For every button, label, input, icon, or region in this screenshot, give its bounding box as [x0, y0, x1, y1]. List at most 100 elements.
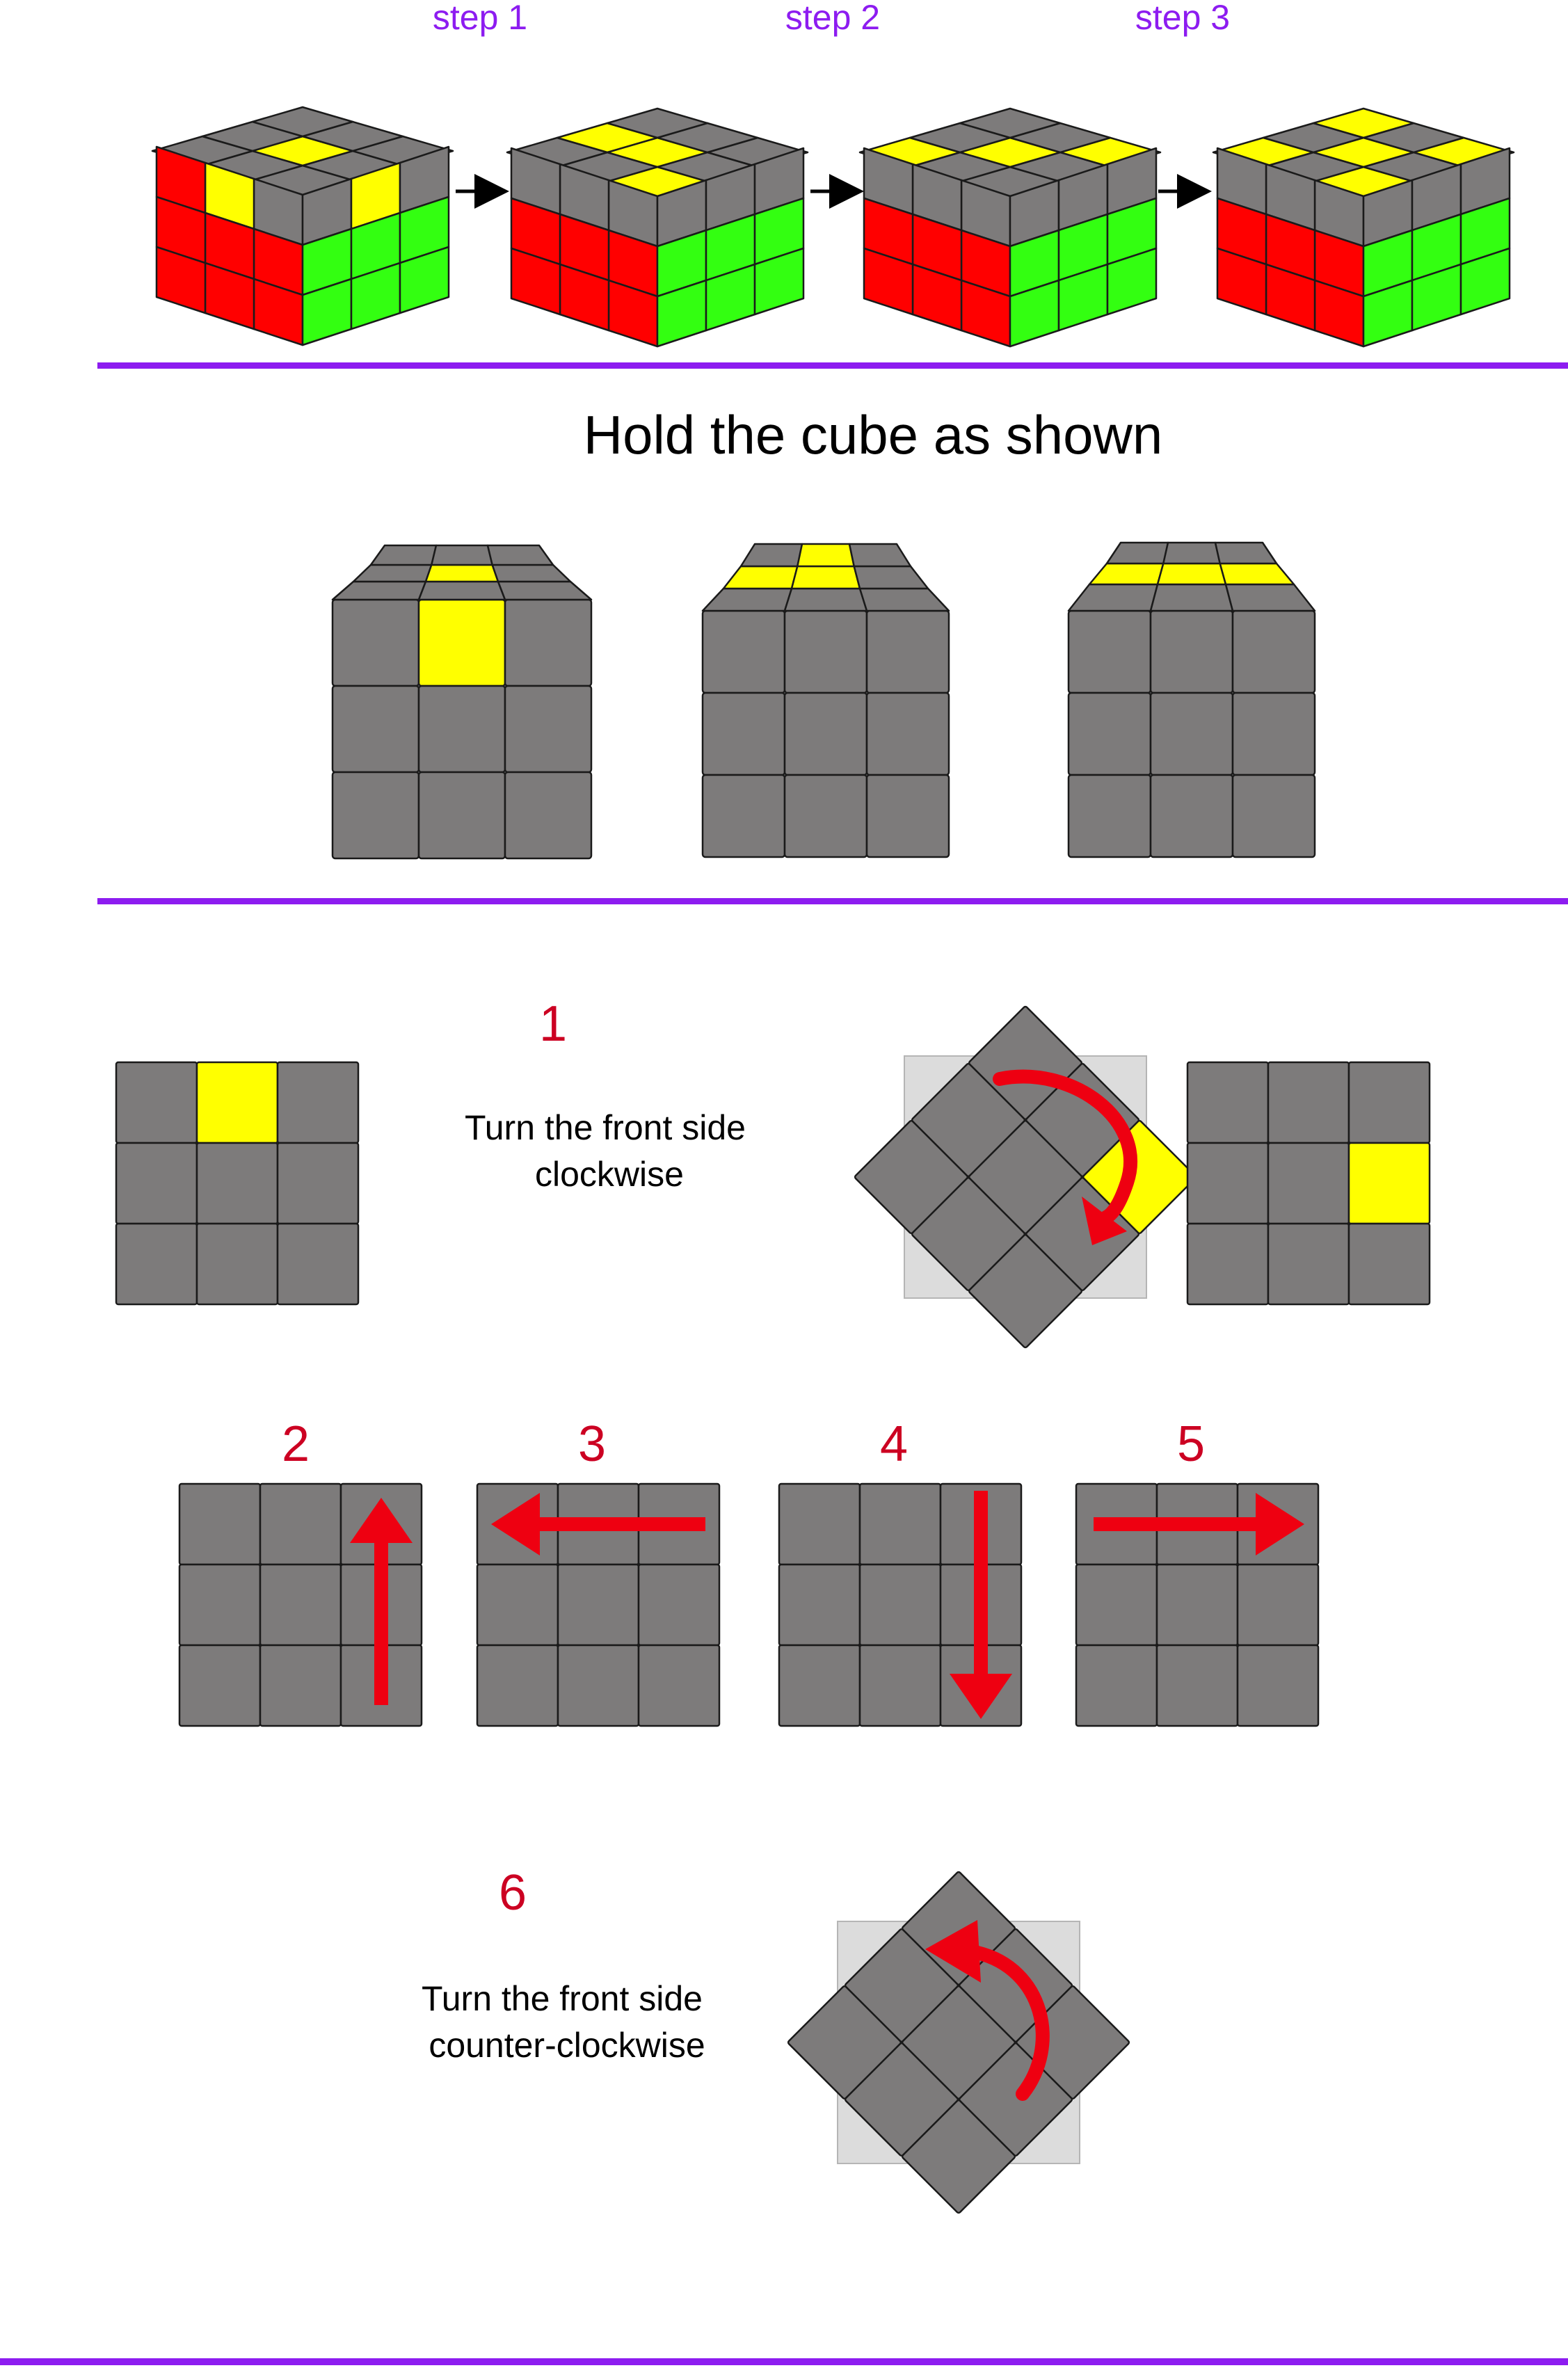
sticker [1149, 691, 1234, 776]
hold-cube [331, 544, 593, 860]
sticker [1186, 1142, 1270, 1225]
sticker [1067, 691, 1152, 776]
step-number-4: 4 [880, 1416, 908, 1472]
sticker [504, 598, 593, 687]
sticker [753, 247, 805, 316]
sticker [701, 587, 793, 612]
sticker [331, 771, 420, 860]
sticker [865, 691, 950, 776]
divider [0, 2358, 1568, 2365]
sticker [1347, 1061, 1431, 1144]
sticker [486, 544, 554, 566]
sticker [901, 2099, 1016, 2214]
sticker [497, 580, 593, 601]
sticker [1155, 1563, 1239, 1647]
sticker [352, 563, 433, 583]
iso-cube [1212, 107, 1515, 348]
step-label-1: step 1 [433, 0, 527, 37]
sticker [606, 107, 709, 139]
sticker [783, 587, 868, 612]
sticker [417, 580, 506, 601]
sticker [369, 544, 438, 566]
sticker [1459, 247, 1511, 316]
sticker [178, 1482, 262, 1566]
move-face-2 [178, 1482, 423, 1727]
sticker [1231, 691, 1316, 776]
arrowhead-icon [925, 1920, 981, 1983]
hold-cube [701, 543, 950, 858]
sticker [1312, 107, 1415, 139]
sticker [858, 1644, 942, 1727]
sticker [178, 1644, 262, 1727]
hold-title: Hold the cube as shown [584, 404, 1163, 465]
step-label-2: step 2 [785, 0, 880, 37]
iso-cube [858, 107, 1162, 348]
arrowhead-icon [350, 1498, 413, 1543]
arrowhead-icon [491, 1493, 540, 1555]
sticker [865, 774, 950, 858]
iso-cube [506, 107, 809, 348]
sticker [1162, 541, 1221, 565]
step-number-3: 3 [578, 1416, 606, 1472]
sticker [251, 106, 354, 138]
sticker [504, 685, 593, 774]
face-before [115, 1061, 360, 1306]
sticker [778, 1482, 861, 1566]
sticker [476, 1644, 559, 1727]
move-diagrams [178, 1482, 1320, 1727]
sticker [1214, 541, 1278, 565]
sticker [1075, 1563, 1158, 1647]
step-6-caption-line-1: Turn the front side [422, 1979, 703, 2018]
sticker [115, 1142, 198, 1225]
rotated-stickers [854, 1005, 1197, 1349]
sticker [797, 543, 855, 568]
sticker [1067, 774, 1152, 858]
sticker [259, 1563, 342, 1647]
sticker [1236, 1644, 1320, 1727]
sticker [722, 565, 799, 590]
sticker [1267, 1061, 1350, 1144]
step-number-6: 6 [499, 1865, 527, 1921]
sticker [968, 1234, 1083, 1349]
sticker [701, 609, 786, 694]
sticker [1067, 583, 1159, 612]
arrowhead-icon [1082, 1197, 1127, 1245]
sticker [276, 1142, 360, 1225]
sticker [853, 565, 929, 590]
sticker [783, 609, 868, 694]
sticker [1219, 562, 1295, 586]
sticker [848, 543, 912, 568]
sticker [959, 107, 1062, 139]
sticker [1155, 1644, 1239, 1727]
move-face-4 [778, 1482, 1023, 1727]
sticker [1088, 562, 1165, 586]
sticker [195, 1222, 279, 1306]
sticker [1347, 1142, 1431, 1225]
sticker [178, 1563, 262, 1647]
step-labels: step 1 step 2 step 3 [433, 0, 1230, 37]
sticker [331, 580, 427, 601]
sticker [1149, 583, 1234, 612]
sticker [399, 246, 450, 314]
arrowhead-icon [1256, 1493, 1304, 1555]
step-number-2: 2 [282, 1416, 310, 1472]
sticker [1231, 609, 1316, 694]
hold-cube-views [331, 541, 1316, 860]
sticker [195, 1061, 279, 1144]
hold-cube [1067, 541, 1316, 858]
sticker [1149, 774, 1234, 858]
step-1-caption-line-1: Turn the front side [465, 1108, 746, 1147]
sticker [331, 598, 420, 687]
sticker [1067, 609, 1152, 694]
sticker [504, 771, 593, 860]
sticker [431, 544, 493, 566]
sticker [1267, 1222, 1350, 1306]
sticker [863, 247, 914, 316]
arrowhead-icon [950, 1674, 1012, 1719]
sticker [1267, 1142, 1350, 1225]
sticker [1156, 562, 1227, 586]
sticker [115, 1222, 198, 1306]
sticker [1186, 1061, 1270, 1144]
step-6-caption-line-2: counter-clockwise [429, 2026, 705, 2065]
